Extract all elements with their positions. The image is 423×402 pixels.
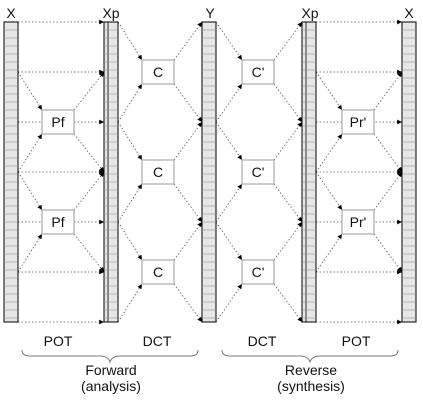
connector-line — [315, 171, 343, 211]
c-prime-block-1-label: C' — [252, 64, 265, 80]
connector-line — [273, 83, 303, 123]
connector-line — [17, 71, 43, 111]
stage-label-dct-right: DCT — [248, 333, 277, 349]
c-prime-block-2-label: C' — [252, 164, 265, 180]
c-prime-block-1: C' — [241, 59, 275, 85]
connector-line — [273, 283, 303, 323]
connector-line — [373, 233, 403, 273]
c-prime-block-3: C' — [241, 259, 275, 285]
connector-line — [117, 83, 143, 123]
pf-block-2: Pf — [41, 209, 75, 235]
forward-brace — [21, 349, 199, 364]
pr-prime-block-1: Pr' — [341, 109, 375, 135]
connector-line — [215, 121, 243, 161]
connector-line — [215, 83, 243, 123]
connector-line — [117, 183, 143, 223]
pf-block-2-label: Pf — [51, 214, 64, 230]
connector-line — [373, 171, 403, 211]
connector-line — [117, 121, 143, 161]
connector-line — [273, 221, 303, 261]
bar-xp-left — [103, 21, 119, 323]
connector-line — [173, 221, 203, 261]
pr-prime-block-2: Pr' — [341, 209, 375, 235]
connector-line — [273, 183, 303, 223]
bar-y — [201, 21, 217, 323]
connector-line — [215, 283, 243, 323]
stage-label-pot-right: POT — [342, 333, 371, 349]
forward-label: Forward — [85, 362, 136, 378]
connector-line — [173, 83, 203, 123]
connector-line — [373, 133, 403, 173]
connector-line — [273, 21, 303, 61]
connector-line — [73, 233, 105, 273]
bar-label-y: Y — [205, 5, 215, 21]
connector-line — [17, 171, 43, 211]
bar-label-x-right: X — [404, 5, 414, 21]
reverse-sublabel: (synthesis) — [277, 378, 345, 394]
connector-line — [273, 121, 303, 161]
connector-line — [17, 133, 43, 173]
stage-label-dct-left: DCT — [143, 333, 172, 349]
c-block-1-label: C — [153, 64, 163, 80]
connector-line — [215, 221, 243, 261]
c-block-1: C — [141, 59, 175, 85]
pf-block-1-label: Pf — [51, 114, 64, 130]
stage-label-pot-left: POT — [44, 333, 73, 349]
c-prime-block-2: C' — [241, 159, 275, 185]
pr-prime-block-1-label: Pr' — [350, 114, 367, 130]
pr-prime-block-2-label: Pr' — [350, 214, 367, 230]
pf-block-1: Pf — [41, 109, 75, 135]
c-block-3-label: C — [153, 264, 163, 280]
bar-x-left — [3, 21, 19, 323]
connector-line — [173, 283, 203, 323]
connector-line — [117, 221, 143, 261]
forward-sublabel: (analysis) — [81, 378, 141, 394]
bar-label-xp-right: Xp — [301, 5, 318, 21]
connector-line — [73, 171, 105, 211]
c-block-2: C — [141, 159, 175, 185]
bar-xp-right — [301, 21, 317, 323]
connector-line — [73, 71, 105, 111]
bar-x-right — [401, 21, 417, 323]
c-prime-block-3-label: C' — [252, 264, 265, 280]
reverse-brace — [221, 349, 399, 364]
connector-line — [215, 21, 243, 61]
connector-line — [373, 71, 403, 111]
connector-line — [117, 283, 143, 323]
connector-line — [173, 121, 203, 161]
connector-line — [117, 21, 143, 61]
connector-line — [17, 233, 43, 273]
connector-line — [315, 133, 343, 173]
connector-line — [315, 71, 343, 111]
connector-line — [215, 183, 243, 223]
c-block-3: C — [141, 259, 175, 285]
connector-line — [173, 183, 203, 223]
bar-label-xp-left: Xp — [102, 5, 119, 21]
bar-label-x-left: X — [6, 5, 16, 21]
connector-line — [315, 233, 343, 273]
c-block-2-label: C — [153, 164, 163, 180]
connector-line — [173, 21, 203, 61]
reverse-label: Reverse — [285, 362, 337, 378]
connector-line — [73, 133, 105, 173]
